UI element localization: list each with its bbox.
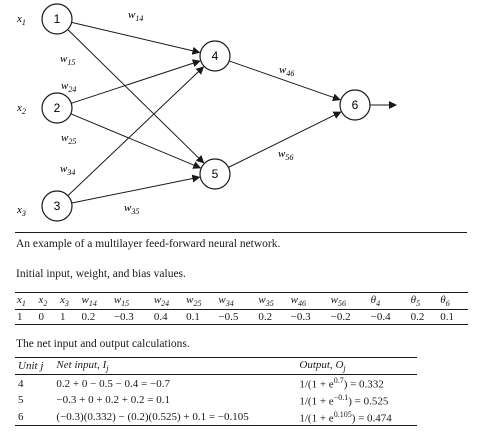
edge-1-5 [67, 29, 205, 164]
weights-header-w24: w24 [153, 294, 170, 309]
weights-header-w25: w25 [186, 294, 202, 309]
node-circle [41, 3, 73, 35]
node-circle [339, 89, 371, 121]
node-circle [199, 158, 231, 190]
node-4: 4 [199, 40, 231, 72]
weights-value-θ5: 0.2 [410, 311, 425, 324]
unit-cell: 6 [18, 410, 24, 423]
input-label-x2: x2 [16, 102, 26, 116]
node-6: 6 [339, 89, 371, 121]
node-label: 5 [212, 167, 219, 181]
weight-label-w24: w24 [61, 80, 76, 94]
weights-header-x3: x3 [60, 294, 69, 309]
node-circle [41, 92, 73, 124]
edge-4-6 [228, 60, 341, 102]
weights-header-x1: x1 [17, 294, 26, 309]
outputs-row: 5 −0.3 + 0 + 0.2 + 0.2 = 0.1 1/(1 + e−0.1)… [15, 392, 417, 409]
weights-value-w56: −0.2 [330, 311, 351, 324]
outputs-row: 6 (−0.3)(0.332) − (0.2)(0.525) + 0.1 = −0… [15, 409, 417, 426]
weights-header-w15: w15 [113, 294, 130, 309]
node-2: 2 [41, 92, 73, 124]
weight-label-w14: w14 [128, 9, 143, 23]
weights-value-x2: 0 [38, 311, 45, 324]
node-3: 3 [41, 190, 73, 222]
node-5: 5 [199, 158, 231, 190]
weights-header-w14: w14 [81, 294, 97, 309]
weights-value-w35: 0.2 [258, 311, 273, 324]
edge-3-5 [71, 174, 201, 204]
edge-5-6 [228, 111, 342, 168]
node-label: 2 [54, 101, 61, 115]
weight-label-w56: w56 [278, 148, 293, 162]
outputs-row: 4 0.2 + 0 − 0.5 − 0.4 = −0.7 1/(1 + e0.7) … [15, 375, 417, 392]
node-label: 1 [54, 12, 61, 26]
neural-network-diagram: w14 w15 w24 w25 w34 w35 w46 w56 1 2 3 4 5 6 x1 x2 x3 [16, 3, 397, 222]
weights-value-w15: −0.3 [113, 311, 134, 324]
outputs-header-0: Unit j [18, 360, 44, 373]
outputs-table: Unit j Net input, Ij Output, Oj 4 0.2 + 0 −… [15, 357, 417, 426]
weight-label-w15: w15 [60, 53, 75, 67]
weight-label-w35: w35 [124, 202, 139, 216]
weights-header-θ6: θ6 [440, 294, 450, 309]
weights-value-w25: 0.1 [186, 311, 200, 324]
weights-value-w24: 0.4 [153, 311, 168, 324]
node-label: 6 [352, 98, 359, 112]
weights-header-w46: w46 [290, 294, 307, 309]
weights-value-θ6: 0.1 [440, 311, 455, 324]
weights-value-x1: 1 [17, 311, 23, 324]
output-cell: 1/(1 + e−0.1) = 0.525 [299, 392, 389, 408]
weights-header-w56: w56 [330, 294, 347, 309]
node-circle [199, 40, 231, 72]
input-label-x1: x1 [16, 13, 26, 27]
node-circle [41, 190, 73, 222]
net-input-cell: 0.2 + 0 − 0.5 − 0.4 = −0.7 [56, 377, 170, 390]
weights-value-w34: −0.5 [218, 311, 239, 324]
weights-header-θ4: θ4 [370, 294, 381, 309]
node-label: 4 [212, 49, 219, 63]
weights-table-title: Initial input, weight, and bias values. [16, 268, 186, 280]
weights-value-θ4: −0.4 [370, 311, 391, 324]
net-input-cell: (−0.3)(0.332) − (0.2)(0.525) + 0.1 = −0.… [56, 410, 249, 423]
input-label-x3: x3 [16, 204, 26, 218]
weights-header-row: x1 x2 x3 w14 w15 w24 w25 w34 w35 w46 w56 θ4 θ5 θ6 [15, 292, 468, 310]
unit-cell: 5 [18, 394, 24, 407]
weights-header-θ5: θ5 [410, 294, 421, 309]
outputs-table-title: The net input and output calculations. [16, 338, 190, 350]
output-cell: 1/(1 + e0.105) = 0.474 [299, 409, 392, 425]
output-cell: 1/(1 + e0.7) = 0.332 [299, 376, 384, 391]
weight-label-w25: w25 [61, 132, 76, 146]
node-label: 3 [54, 199, 61, 213]
unit-cell: 4 [18, 377, 24, 390]
weight-label-w34: w34 [60, 163, 75, 177]
edge-3-4 [67, 66, 205, 197]
outputs-header-row: Unit j Net input, Ij Output, Oj [15, 357, 417, 375]
weights-value-w14: 0.2 [81, 311, 96, 324]
weights-value-x3: 1 [60, 311, 66, 324]
edge-2-5 [70, 113, 202, 169]
weights-value-row: 1 0 1 0.2 −0.3 0.4 0.1 −0.5 0.2 −0.3 −0.2 −0.4 0.2 0.… [15, 310, 468, 325]
node-1: 1 [41, 3, 73, 35]
outputs-header-2: Output, Oj [299, 359, 346, 374]
weights-header-x2: x2 [38, 294, 48, 309]
weights-header-w35: w35 [258, 294, 274, 309]
caption-rule [15, 232, 467, 233]
net-input-cell: −0.3 + 0 + 0.2 + 0.2 = 0.1 [56, 394, 170, 407]
weights-header-w34: w34 [218, 294, 234, 309]
edge-2-4 [71, 59, 201, 104]
outputs-header-1: Net input, Ij [56, 359, 109, 374]
edge-1-4 [71, 21, 201, 55]
weights-value-w46: −0.3 [290, 311, 311, 324]
weight-label-w46: w46 [279, 64, 294, 78]
figure-caption: An example of a multilayer feed-forward … [16, 238, 281, 250]
